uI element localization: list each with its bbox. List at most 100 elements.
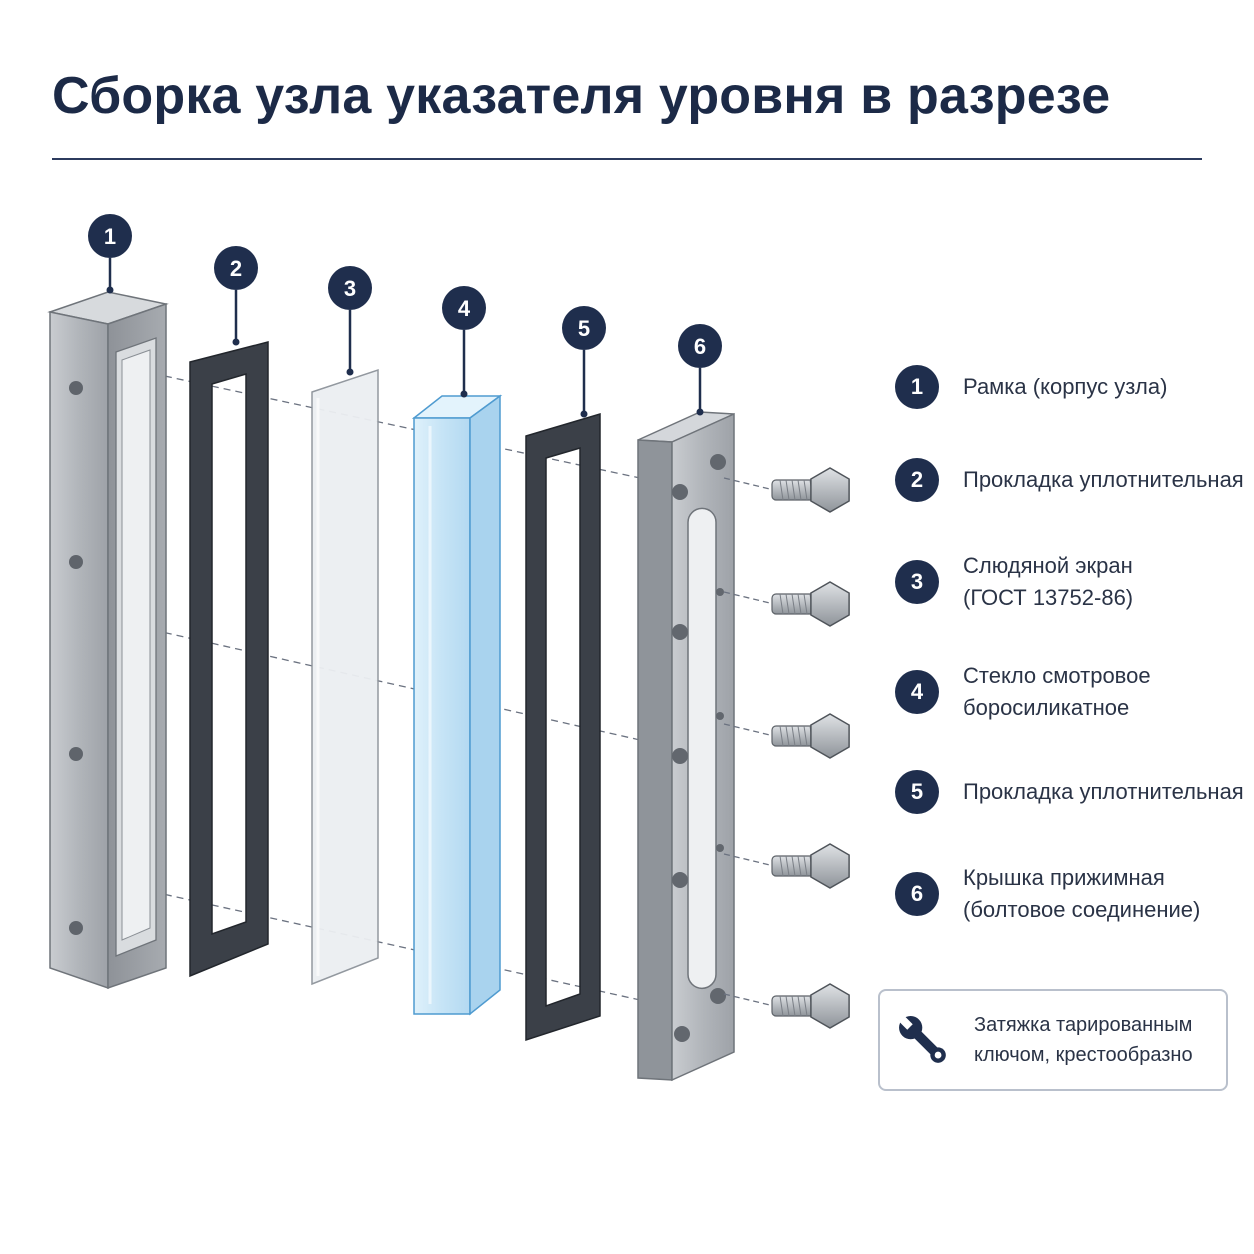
legend-label: Рамка (корпус узла) [963,371,1167,403]
callout-badge [562,306,606,350]
legend-label: Прокладка уплотнительная [963,464,1244,496]
callout-number: 6 [694,334,706,359]
bolt-thread [785,855,790,877]
bolt-thread [779,725,784,747]
callout-3: 3 [328,266,372,376]
legend-number-badge: 6 [895,872,939,916]
callout-dot [106,286,114,294]
bolt-thread [785,593,790,615]
part-gasket-1 [189,341,269,978]
callout-number: 3 [344,276,356,301]
callout-number: 5 [578,316,590,341]
callout-badge [88,214,132,258]
note-text: Затяжка тарированным ключом, крестообраз… [974,1010,1193,1070]
legend-label: Слюдяной экран (ГОСТ 13752-86) [963,550,1133,614]
legend-number-badge: 1 [895,365,939,409]
bolt-thread [797,725,802,747]
callout-badge [328,266,372,310]
legend-item-6: 6 Крышка прижимная(болтовое соединение) [895,862,1200,926]
callout-dot [346,368,354,376]
bolt-thread [797,593,802,615]
callout-5: 5 [562,306,606,418]
wrench-icon [899,1016,946,1063]
callout-2: 2 [214,246,258,346]
callout-badge [442,286,486,330]
bolt-thread [791,995,796,1017]
bolt-thread [797,855,802,877]
legend-label-line: Прокладка уплотнительная [963,779,1244,804]
bolt-thread [803,593,808,615]
bolt-thread [797,995,802,1017]
bolt-axis-line [723,993,775,1007]
bolt-thread [779,593,784,615]
callout-badge [678,324,722,368]
legend-number-badge: 2 [895,458,939,502]
callout-badge [214,246,258,290]
bolt-thread [785,725,790,747]
legend-item-2: 2 Прокладка уплотнительная [895,458,1244,502]
bolt-thread [791,725,796,747]
callout-6: 6 [678,324,722,416]
legend-label-line: (ГОСТ 13752-86) [963,585,1134,610]
legend-number-badge: 5 [895,770,939,814]
bolt-head [810,983,850,1029]
part-mica-screen [311,368,379,986]
callout-dot [696,408,704,416]
part-sight-glass [411,394,503,1016]
bolt-head [810,713,850,759]
part-pressure-cover [637,411,735,1082]
bolt-thread [803,725,808,747]
bolt-thread [803,479,808,501]
callout-dot [580,410,588,418]
bolt-thread [791,855,796,877]
bolt-head [810,843,850,889]
bolt-thread [785,995,790,1017]
bolt-thread [803,995,808,1017]
legend-label-line: Стекло смотровое [963,663,1151,688]
bolt-4 [723,843,850,889]
bolt-axis-line [723,853,775,867]
bolt-5 [723,983,850,1029]
callout-number: 1 [104,224,116,249]
bolt-3 [723,713,850,759]
legend-item-5: 5 Прокладка уплотнительная [895,770,1244,814]
callout-1: 1 [88,214,132,294]
legend-label: Прокладка уплотнительная [963,776,1244,808]
callout-dot [460,390,468,398]
bolt-thread [791,479,796,501]
bolt-thread [797,479,802,501]
bolt-head [810,467,850,513]
part-callouts: 1 2 3 4 5 6 [88,214,722,418]
bolt-2 [723,581,850,627]
part-gasket-2 [525,412,601,1042]
legend-number-badge: 3 [895,560,939,604]
title-divider [52,158,1202,160]
note-line: Затяжка тарированным [974,1014,1193,1036]
bolt-thread [791,593,796,615]
legend-label-line: Крышка прижимная [963,865,1165,890]
note-line: ключом, крестообразно [974,1044,1193,1066]
bolt-thread [779,855,784,877]
legend-number-badge: 4 [895,670,939,714]
bolts [723,467,850,1029]
legend-label: Крышка прижимная(болтовое соединение) [963,862,1200,926]
callout-4: 4 [442,286,486,398]
bolt-thread [785,479,790,501]
bolt-axis-line [723,723,775,737]
legend-label-line: Прокладка уплотнительная [963,467,1244,492]
legend-label-line: Слюдяной экран [963,553,1133,578]
part-frame [47,291,169,990]
bolt-axis-line [723,591,775,605]
bolt-thread [779,479,784,501]
page-title: Сборка узла указателя уровня в разрезе [52,67,1111,125]
tightening-note: Затяжка тарированным ключом, крестообраз… [878,989,1228,1091]
bolt-thread [803,855,808,877]
bolt-head [810,581,850,627]
bolt-axis-line [723,477,775,491]
legend-item-1: 1 Рамка (корпус узла) [895,365,1167,409]
bolt-1 [723,467,850,513]
legend-label-line: Рамка (корпус узла) [963,374,1168,399]
callout-dot [232,338,240,346]
